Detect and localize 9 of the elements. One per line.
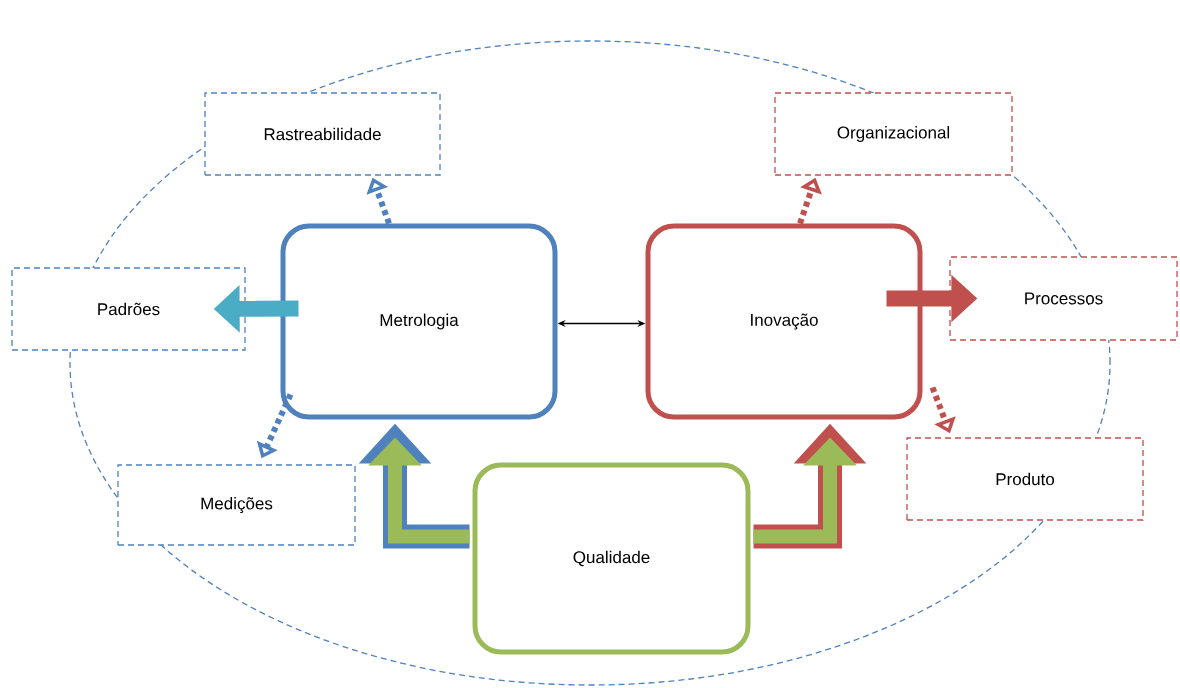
process-box: Qualidade	[472, 462, 751, 655]
label-box: Medições	[117, 464, 356, 546]
label-box: Produto	[906, 437, 1144, 521]
label-box: Organizacional	[774, 92, 1013, 176]
process-box: Inovação	[645, 223, 923, 420]
label-box: Rastreabilidade	[204, 92, 441, 176]
process-box: Metrologia	[280, 223, 558, 420]
label-box: Processos	[949, 256, 1178, 341]
label-box: Padrões	[11, 267, 246, 351]
